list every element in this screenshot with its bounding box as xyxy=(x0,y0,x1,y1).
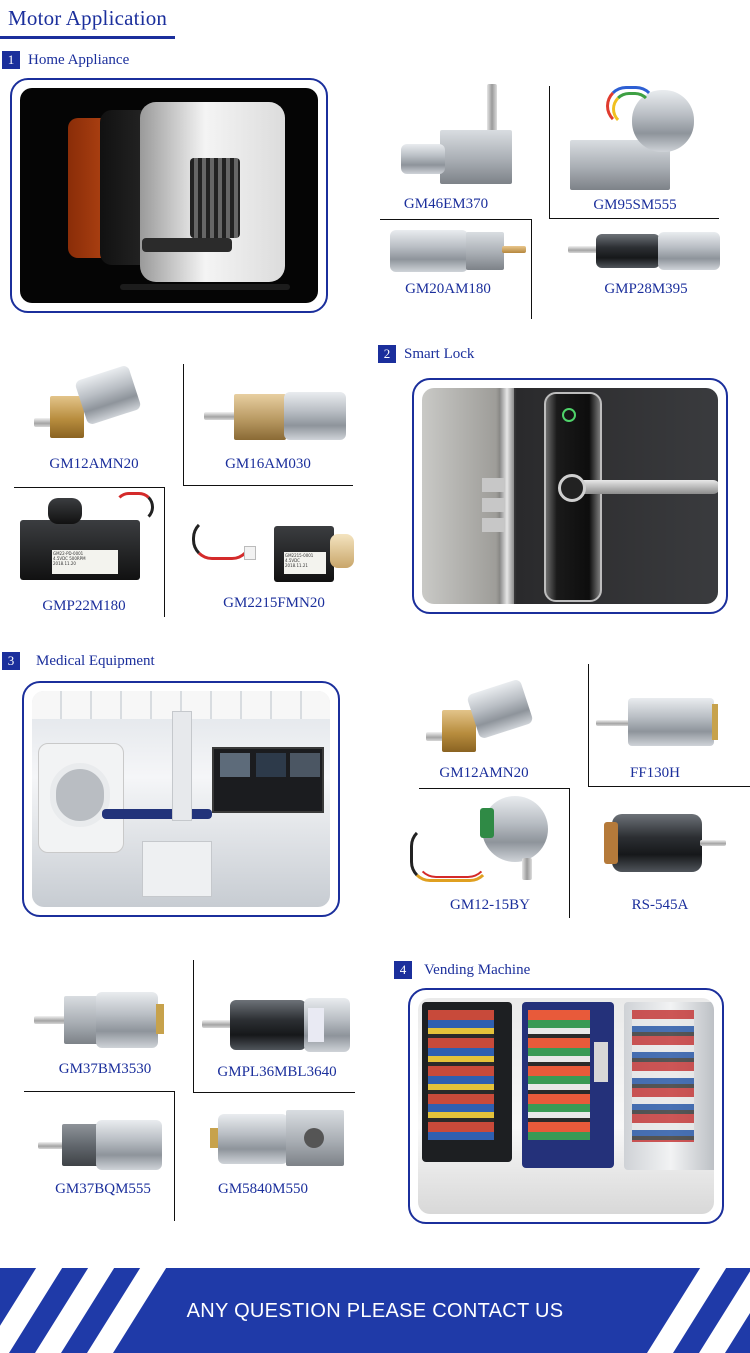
motor-image-gm5840m550 xyxy=(206,1106,352,1172)
motor-image-gm37bm3530 xyxy=(30,988,170,1052)
motor-image-gm12-15by xyxy=(404,790,568,894)
grid-divider xyxy=(569,788,570,918)
motor-caption: GM20AM180 xyxy=(405,281,491,297)
smart-lock-photo-frame xyxy=(412,378,728,614)
section-label: Home Appliance xyxy=(28,51,130,68)
smart-lock-photo xyxy=(422,388,718,604)
motor-image-gmp28m395 xyxy=(566,226,726,278)
motor-caption: GM16AM030 xyxy=(225,456,311,472)
motor-image-gm95sm555 xyxy=(568,78,718,196)
grid-divider xyxy=(24,1091,175,1092)
motor-caption: GM12AMN20 xyxy=(439,765,529,781)
motor-caption: FF130H xyxy=(629,765,681,781)
motor-caption: GMP22M180 xyxy=(42,598,126,614)
section-heading-medical-equipment: 3 Medical Equipment xyxy=(2,652,155,670)
grid-divider xyxy=(193,960,194,1092)
motor-image-gm12amn20 xyxy=(28,362,148,447)
grid-divider xyxy=(549,218,719,219)
motor-caption: GM12AMN20 xyxy=(49,456,139,472)
grid-divider xyxy=(588,664,589,787)
vending-machine-photo xyxy=(418,998,714,1214)
section-heading-smart-lock: 2 Smart Lock xyxy=(378,345,474,363)
grid-divider xyxy=(174,1091,175,1221)
motor-caption: GM2215FMN20 xyxy=(223,595,325,611)
motor-image-ff130h xyxy=(594,690,744,752)
grid-divider xyxy=(183,485,353,486)
grid-divider xyxy=(193,1092,355,1093)
section-number: 2 xyxy=(378,345,396,363)
vending-machine-photo-frame xyxy=(408,988,724,1224)
medical-equipment-photo xyxy=(32,691,330,907)
grid-divider xyxy=(14,487,165,488)
title-underline xyxy=(0,36,175,39)
motor-caption: GMPL36MBL3640 xyxy=(217,1064,337,1080)
contact-us-text[interactable]: ANY QUESTION PLEASE CONTACT US xyxy=(186,1300,564,1322)
section-label: Smart Lock xyxy=(404,345,475,362)
grid-divider xyxy=(164,487,165,617)
medical-equipment-photo-frame xyxy=(22,681,340,917)
motor-caption: GM37BQM555 xyxy=(55,1181,151,1197)
grid-divider xyxy=(380,219,532,220)
motor-image-gm20am180 xyxy=(388,222,528,280)
section-label: Medical Equipment xyxy=(36,652,155,669)
motor-image-gm16am030 xyxy=(202,388,352,446)
grid-divider xyxy=(419,788,570,789)
motor-caption: GM46EM370 xyxy=(403,196,489,212)
motor-caption: GM12-15BY xyxy=(449,897,530,913)
section-number: 1 xyxy=(2,51,20,69)
motor-caption: GM5840M550 xyxy=(217,1181,308,1197)
motor-caption: RS-545A xyxy=(631,897,689,913)
grid-divider xyxy=(549,86,550,218)
section-number: 3 xyxy=(2,652,20,670)
motor-caption: GM37BM3530 xyxy=(58,1061,152,1077)
grid-divider xyxy=(588,786,750,787)
section-heading-vending-machine: 4 Vending Machine xyxy=(394,961,530,979)
motor-caption: GMP28M395 xyxy=(604,281,688,297)
motor-image-gmpl36mbl3640 xyxy=(200,994,354,1056)
section-label: Vending Machine xyxy=(424,961,531,978)
coffee-machine-photo xyxy=(20,88,318,303)
page-title: Motor Application xyxy=(8,6,168,30)
motor-image-gm46em370 xyxy=(395,82,515,194)
contact-banner[interactable]: ANY QUESTION PLEASE CONTACT US xyxy=(0,1268,750,1353)
grid-divider xyxy=(531,219,532,319)
motor-image-rs-545a xyxy=(598,808,738,888)
motor-image-gm12amn20 xyxy=(420,676,538,760)
motor-caption: GM95SM555 xyxy=(593,197,677,213)
section-heading-home-appliance: 1 Home Appliance xyxy=(2,51,129,69)
motor-image-gm37bqm555 xyxy=(36,1116,170,1176)
home-appliance-photo-frame xyxy=(10,78,328,313)
section-number: 4 xyxy=(394,961,412,979)
grid-divider xyxy=(183,364,184,486)
